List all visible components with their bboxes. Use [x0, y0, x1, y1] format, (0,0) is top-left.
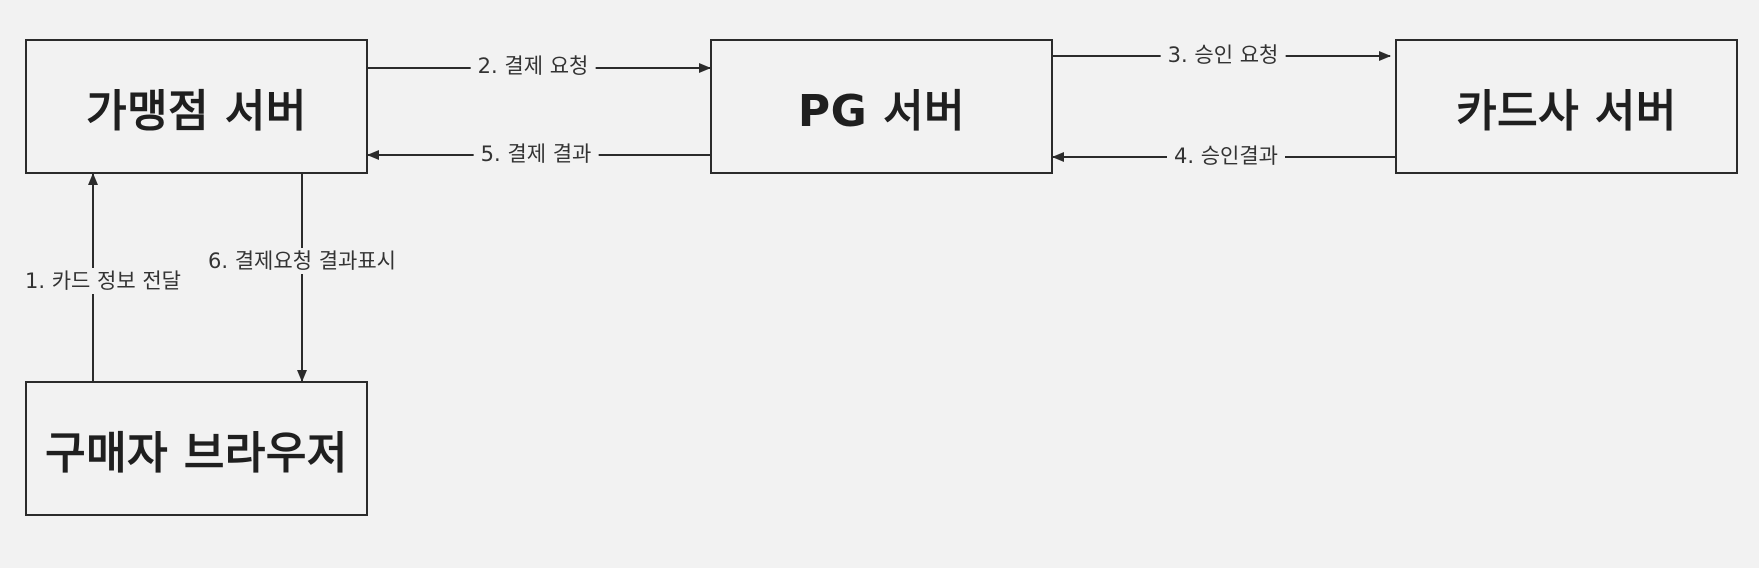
edge-label-step6: 6. 결제요청 결과표시	[201, 248, 403, 274]
edge-label-step2: 2. 결제 요청	[470, 53, 596, 79]
merchant-server-node: 가맹점 서버	[25, 39, 368, 174]
buyer-browser-node: 구매자 브라우저	[25, 381, 368, 516]
merchant-server-label: 가맹점 서버	[86, 85, 307, 137]
card-company-server-label: 카드사 서버	[1456, 85, 1677, 137]
card-company-server-node: 카드사 서버	[1395, 39, 1738, 174]
edge-label-step5: 5. 결제 결과	[473, 141, 599, 167]
buyer-browser-label: 구매자 브라우저	[45, 427, 348, 479]
edge-label-step3: 3. 승인 요청	[1160, 42, 1286, 68]
edge-label-step4: 4. 승인결과	[1167, 143, 1285, 169]
pg-server-node: PG 서버	[710, 39, 1053, 174]
pg-server-label: PG 서버	[797, 85, 966, 137]
edge-label-step1: 1. 카드 정보 전달	[18, 268, 188, 294]
